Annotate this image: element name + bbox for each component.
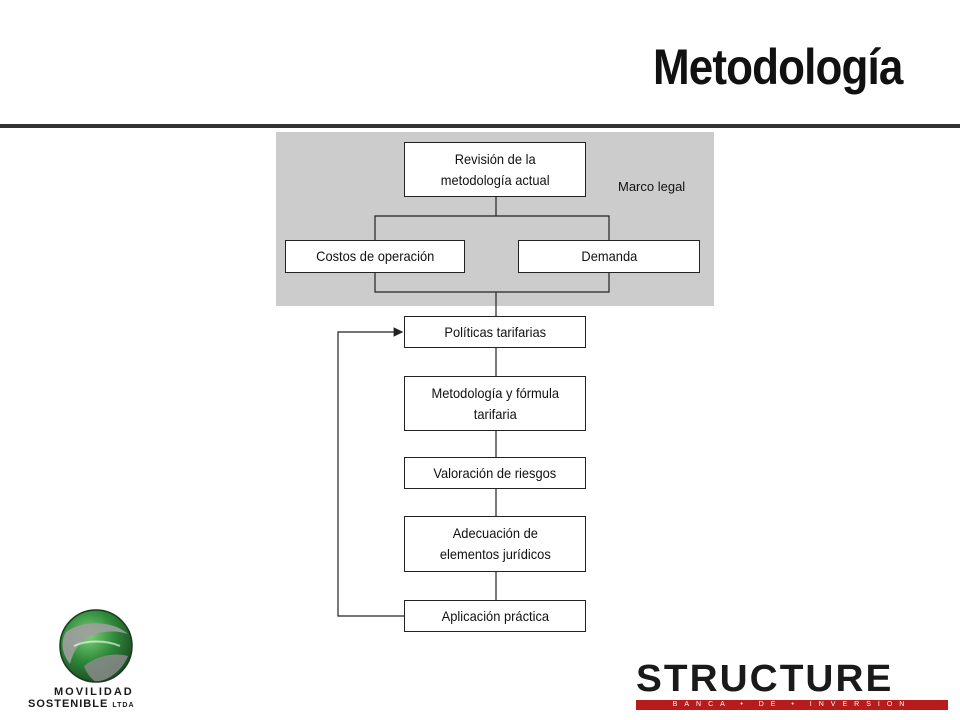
feedback-loop-arrow — [337, 327, 404, 617]
node-costos-operacion: Costos de operación — [285, 240, 465, 273]
node-metodologia-formula: Metodología y fórmula tarifaria — [404, 376, 586, 431]
globe-icon — [59, 609, 133, 683]
logo-text-ltda: LTDA — [112, 702, 135, 709]
node-metodologia-line-1: Metodología y fórmula — [431, 384, 559, 401]
structure-tagline: BANCA • DE • INVERSION — [672, 701, 912, 708]
node-adecuacion-line-1: Adecuación de — [452, 525, 538, 541]
node-adecuacion-line-2: elementos jurídicos — [439, 546, 551, 562]
node-adecuacion-juridicos: Adecuación de elementos jurídicos — [404, 516, 586, 572]
node-aplicacion-label: Aplicación práctica — [441, 607, 549, 624]
logo-text-movilidad: MOVILIDAD — [54, 686, 134, 698]
node-demanda-label: Demanda — [581, 248, 637, 264]
node-politicas-label: Políticas tarifarias — [444, 323, 546, 340]
node-politicas-tarifarias: Políticas tarifarias — [404, 316, 586, 348]
structure-logo: STRUCTURE BANCA • DE • INVERSION — [636, 658, 948, 710]
node-revision-line-1: Revisión de la — [454, 150, 536, 167]
title-divider — [0, 124, 960, 128]
node-aplicacion-practica: Aplicación práctica — [404, 600, 586, 632]
logo-text-sostenible-word: SOSTENIBLE — [28, 698, 109, 710]
node-valoracion-riesgos: Valoración de riesgos — [404, 457, 586, 489]
marco-legal-label: Marco legal — [618, 179, 686, 194]
movilidad-sostenible-logo: MOVILIDAD SOSTENIBLE LTDA — [24, 606, 174, 712]
node-valoracion-label: Valoración de riesgos — [433, 464, 557, 481]
node-revision-metodologia: Revisión de la metodología actual — [404, 142, 586, 197]
node-revision-line-2: metodología actual — [440, 171, 550, 188]
structure-wordmark: STRUCTURE — [636, 658, 894, 700]
logo-text-sostenible: SOSTENIBLE LTDA — [28, 698, 135, 710]
connector-merge-bracket — [374, 273, 610, 293]
node-demanda: Demanda — [518, 240, 700, 273]
node-costos-label: Costos de operación — [315, 248, 435, 264]
node-metodologia-line-2: tarifaria — [473, 405, 517, 422]
connector-split-bracket — [374, 215, 610, 240]
structure-red-band — [636, 700, 948, 710]
slide-title: Metodología — [652, 39, 903, 95]
